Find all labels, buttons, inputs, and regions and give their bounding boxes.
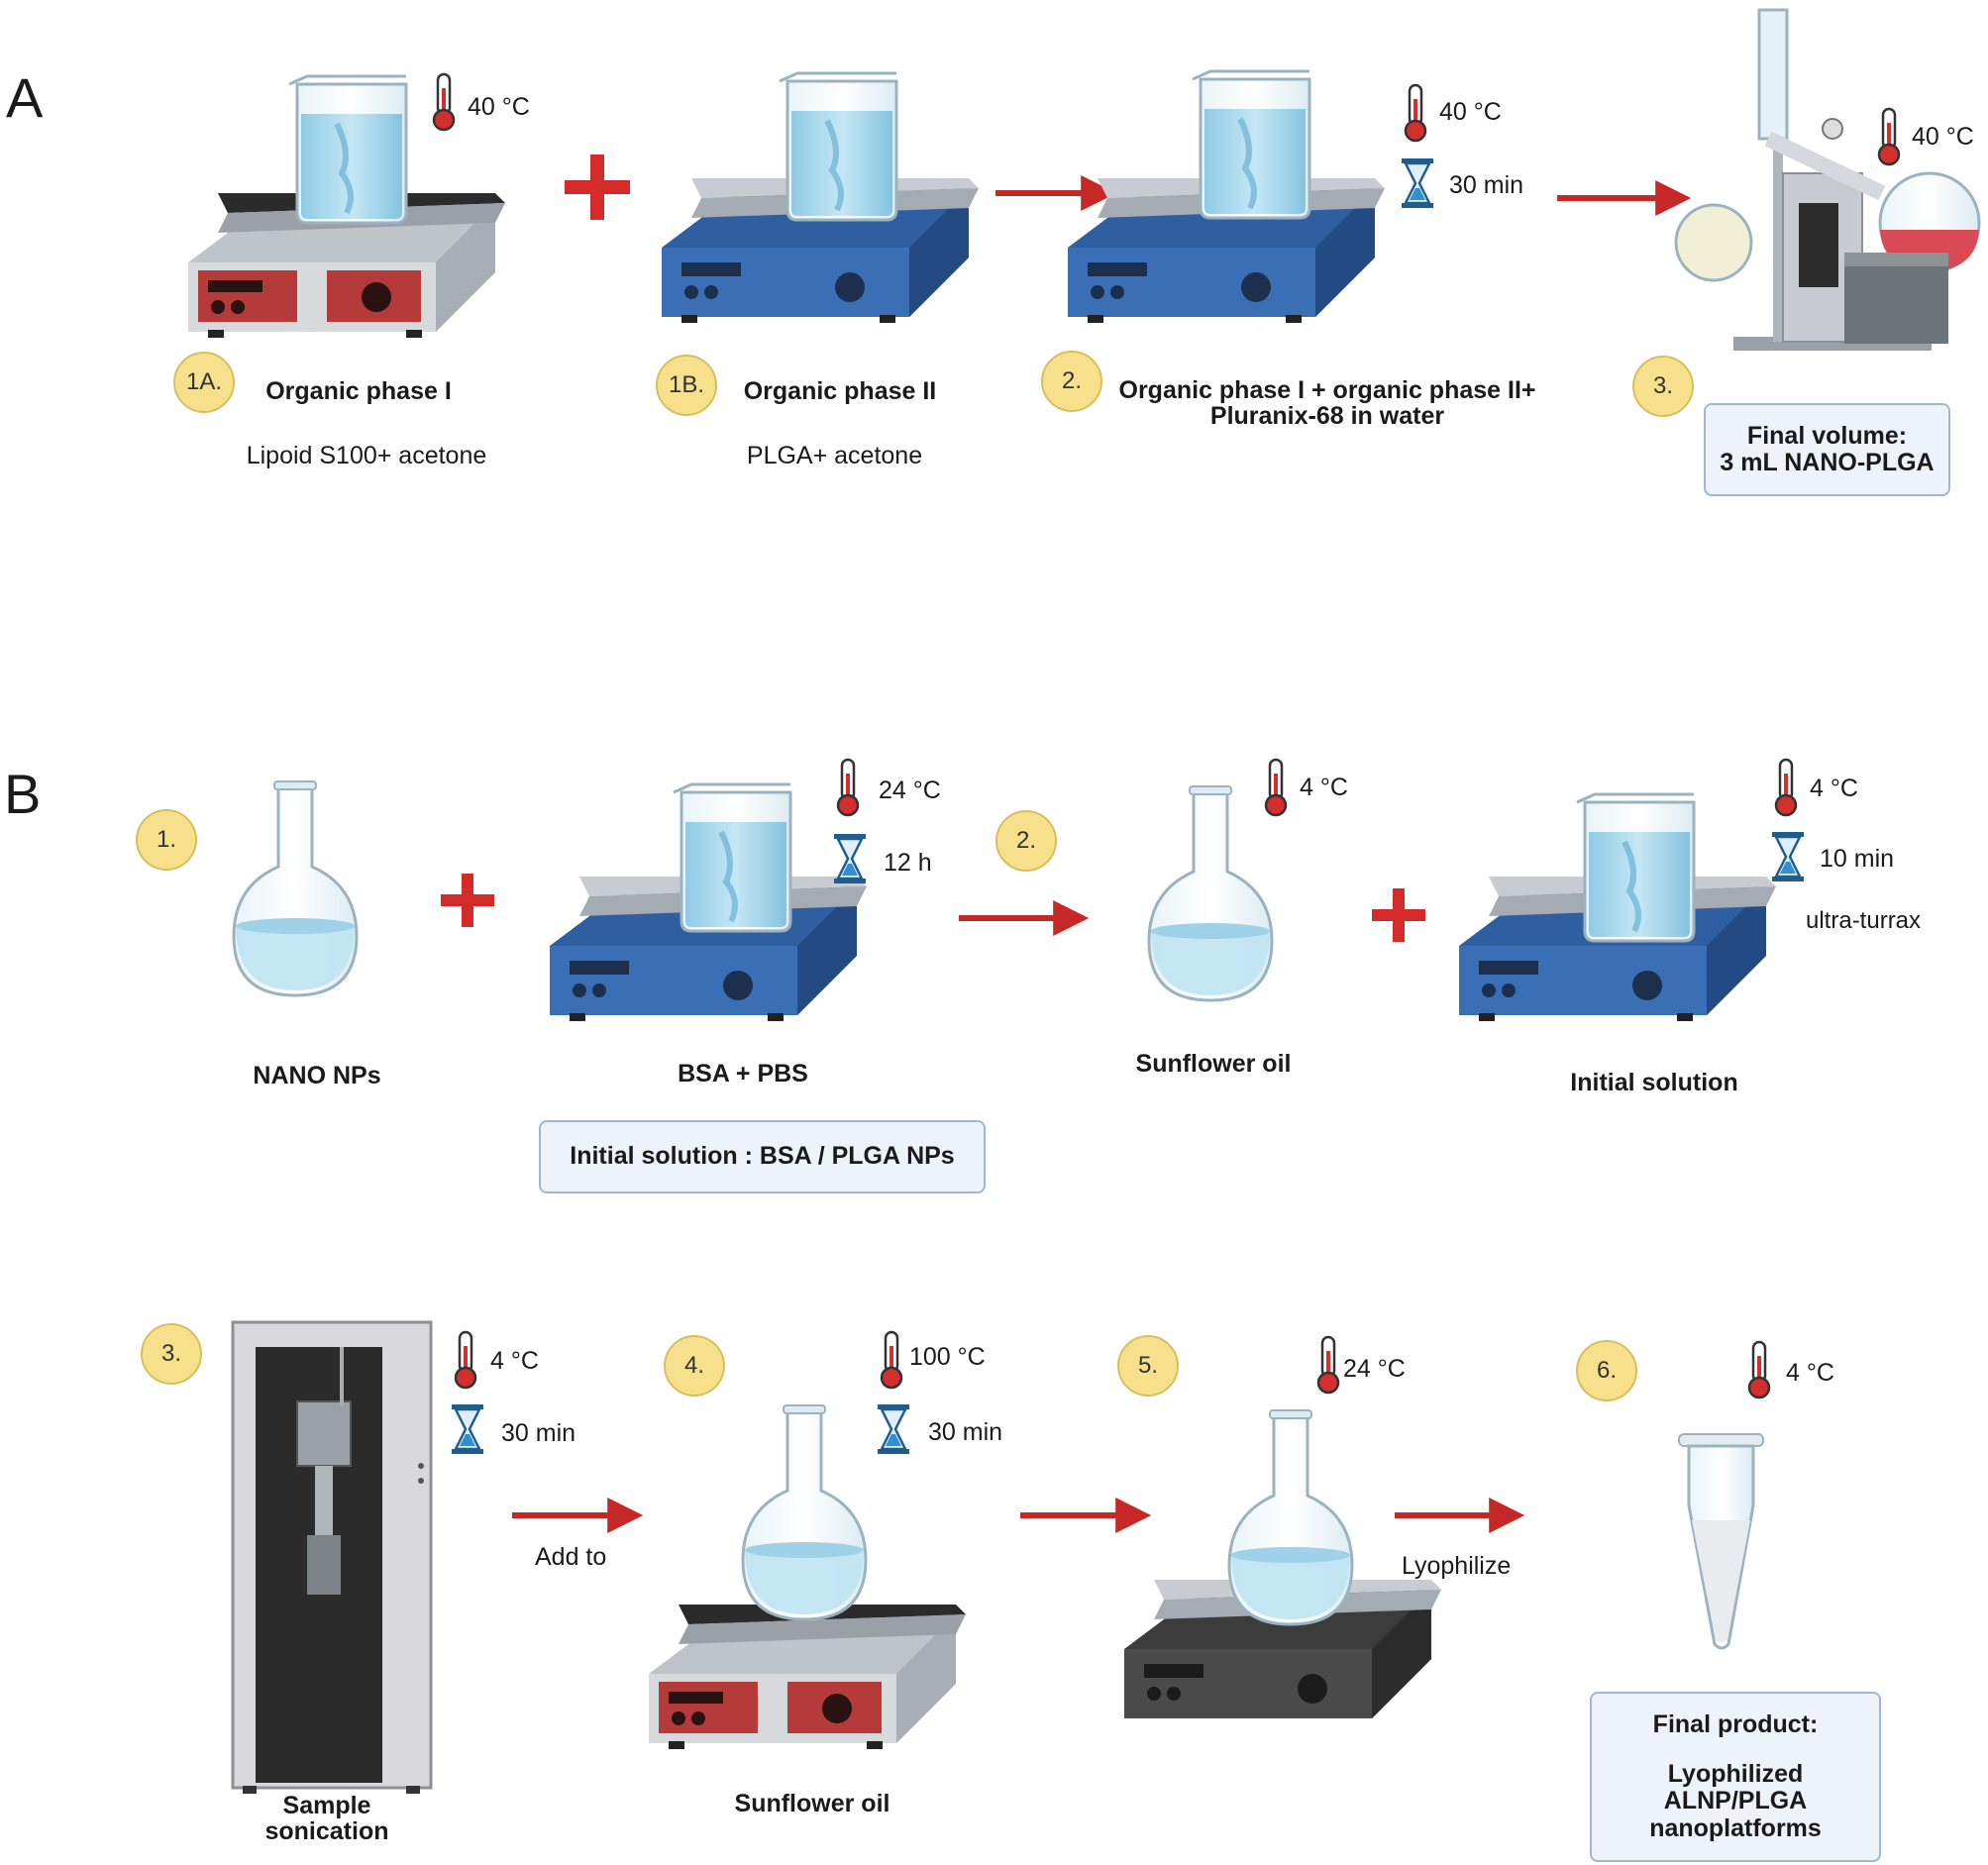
label-sample-sonication: Sample sonication	[228, 1793, 426, 1845]
step-2-title-line1: Organic phase I + organic phase II+	[1118, 376, 1536, 404]
thermometer-icon	[1316, 1335, 1340, 1395]
flask-step-5	[1227, 1408, 1354, 1626]
rotary-evaporator	[1674, 8, 1981, 351]
organic-phase-2-subtitle: PLGA+ acetone	[746, 442, 923, 469]
thermometer-icon	[880, 1330, 903, 1390]
step-badge-1b: 1B.	[656, 355, 717, 416]
step-badge-b6: 6.	[1576, 1340, 1637, 1401]
organic-phase-2-title: Organic phase II	[743, 377, 937, 405]
step-2-title-line2: Pluranix-68 in water	[1209, 402, 1445, 431]
final-volume-box: Final volume: 3 mL NANO-PLGA	[1704, 403, 1950, 496]
hot-plate-4	[649, 1605, 966, 1749]
final-volume-line1: Final volume:	[1746, 421, 1908, 450]
flask-step-4	[741, 1403, 868, 1621]
label-sunflower-oil-2: Sunflower oil	[734, 1790, 890, 1817]
time-step3: 30 min	[501, 1419, 576, 1447]
step-badge-3: 3.	[1632, 356, 1694, 417]
thermometer-icon	[454, 1330, 477, 1390]
temp-oil: 4 °C	[1300, 774, 1348, 801]
temp-2: 40 °C	[1439, 98, 1502, 126]
flask-sunflower-oil	[1147, 784, 1274, 1002]
final-volume-line2: 3 mL NANO-PLGA	[1720, 449, 1935, 476]
organic-phase-1-subtitle: Lipoid S100+ acetone	[246, 442, 487, 469]
temp-1a: 40 °C	[468, 93, 530, 121]
final-product-box: Final product: Lyophilized ALNP/PLGA nan…	[1590, 1692, 1881, 1862]
step-badge-1a: 1A.	[173, 352, 235, 413]
final-product-line3: ALNP/PLGA	[1663, 1787, 1808, 1814]
time-step4: 30 min	[928, 1418, 1003, 1446]
arrow-label-add-to: Add to	[535, 1543, 607, 1571]
hourglass-icon	[1770, 830, 1806, 883]
organic-phase-1-title: Organic phase I	[265, 377, 452, 405]
label-nano-nps: NANO NPs	[253, 1062, 381, 1089]
sample-sonication-line1: Sample	[282, 1792, 371, 1819]
thermometer-icon	[836, 758, 860, 817]
temp-3: 40 °C	[1912, 123, 1974, 151]
sonicator-cabinet	[231, 1320, 433, 1794]
temp-step5: 24 °C	[1343, 1355, 1406, 1383]
label-initial-solution: Initial solution	[1570, 1069, 1738, 1096]
step-badge-b5: 5.	[1117, 1335, 1179, 1397]
hourglass-icon	[450, 1402, 485, 1456]
thermometer-icon	[1404, 83, 1427, 143]
time-2: 30 min	[1449, 171, 1524, 199]
temp-bsa: 24 °C	[879, 777, 941, 804]
temp-init: 4 °C	[1810, 775, 1858, 802]
label-sunflower-oil-1: Sunflower oil	[1135, 1050, 1292, 1078]
ultra-turrax-label: ultra-turrax	[1806, 907, 1922, 934]
arrow-label-lyophilize: Lyophilize	[1402, 1552, 1512, 1580]
thermometer-icon	[1264, 758, 1288, 817]
label-bsa-pbs: BSA + PBS	[678, 1060, 808, 1088]
final-product-line4: nanoplatforms	[1649, 1813, 1822, 1842]
hourglass-icon	[832, 832, 868, 885]
hourglass-icon	[876, 1402, 911, 1456]
time-init: 10 min	[1820, 845, 1895, 873]
time-bsa: 12 h	[884, 849, 932, 877]
thermometer-icon	[432, 72, 456, 132]
thermometer-icon	[1747, 1340, 1771, 1399]
temp-step3: 4 °C	[490, 1347, 539, 1375]
hourglass-icon	[1400, 156, 1435, 210]
eppendorf-tube	[1678, 1433, 1764, 1650]
flask-nano-nps	[232, 779, 359, 997]
sample-sonication-line2: sonication	[264, 1817, 389, 1846]
initial-solution-box: Initial solution : BSA / PLGA NPs	[539, 1120, 986, 1193]
step-badge-b3: 3.	[141, 1323, 202, 1385]
thermometer-icon	[1877, 107, 1901, 166]
panel-a-letter: A	[6, 66, 44, 129]
step-badge-b1: 1.	[136, 809, 197, 871]
temp-step6: 4 °C	[1786, 1359, 1834, 1387]
final-product-line1: Final product:	[1652, 1710, 1819, 1738]
temp-step4: 100 °C	[909, 1343, 986, 1371]
step-badge-b2: 2.	[995, 810, 1057, 872]
panel-b-letter: B	[4, 763, 42, 825]
step-2-title: Organic phase I + organic phase II+ Plur…	[1099, 377, 1555, 430]
final-product-line2: Lyophilized	[1667, 1759, 1804, 1788]
step-badge-2: 2.	[1041, 351, 1102, 412]
step-badge-b4: 4.	[664, 1335, 725, 1397]
thermometer-icon	[1774, 758, 1798, 817]
